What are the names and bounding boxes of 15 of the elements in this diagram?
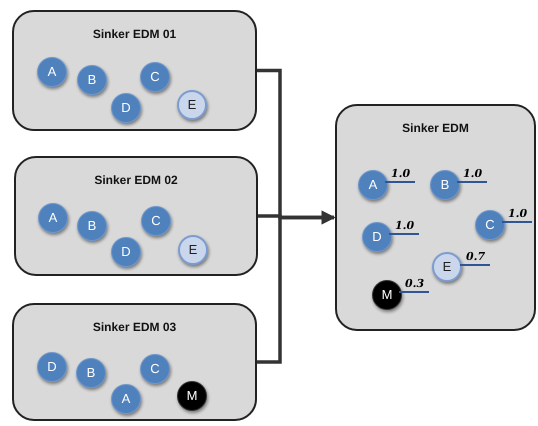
value-label: 1.0 <box>502 207 532 223</box>
value-label: 0.7 <box>460 250 490 266</box>
group-box <box>12 10 257 131</box>
group-box <box>335 104 536 331</box>
connector-arrow <box>257 210 336 364</box>
value-label: 0.3 <box>399 277 429 293</box>
value-label: 1.0 <box>389 219 419 235</box>
box-title: Sinker EDM 03 <box>92 319 176 336</box>
group-box <box>14 156 258 276</box>
value-label: 1.0 <box>457 167 487 183</box>
group-box <box>12 303 257 421</box>
value-label: 1.0 <box>385 167 415 183</box>
box-title: Sinker EDM <box>402 120 469 137</box>
box-title: Sinker EDM 01 <box>92 26 176 43</box>
box-title: Sinker EDM 02 <box>94 172 178 189</box>
